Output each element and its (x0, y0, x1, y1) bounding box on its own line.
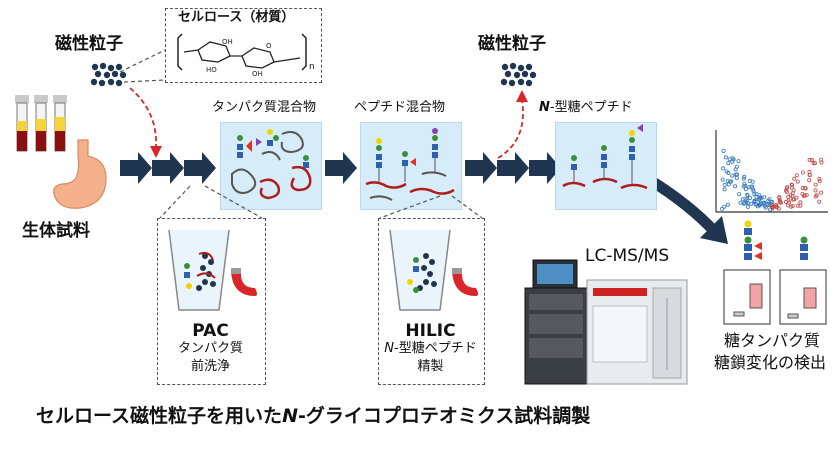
beads-label-left: 磁性粒子 (55, 34, 123, 54)
lcms-label: LC-MS/MS (585, 246, 670, 266)
magnetic-beads-icon (500, 62, 537, 87)
svg-text:OH: OH (222, 38, 233, 46)
n-glycopeptide-rest: -型糖ペプチド (549, 100, 633, 115)
protein-mixture-icon (231, 129, 312, 200)
caption-pre: セルロース磁性粒子を用いた (36, 405, 283, 427)
pac-title: PAC (192, 321, 229, 341)
n-glycopeptide-icon (562, 124, 648, 190)
svg-text:OH: OH (252, 70, 263, 78)
cellulose-structure-box (165, 8, 322, 83)
volcano-plot-icon (715, 130, 828, 213)
beads-label-right: 磁性粒子 (478, 34, 546, 54)
blood-tubes-icon (15, 95, 67, 152)
svg-text:O: O (266, 42, 272, 50)
pac-sub2: 前洗浄 (190, 359, 230, 374)
hilic-title: HILIC (405, 321, 456, 341)
hilic-sub1: N-型糖ペプチド (370, 341, 491, 357)
n-glycopeptide-label: N-型糖ペプチド (539, 100, 633, 116)
caption-n-italic: N (282, 405, 298, 427)
hilic-sub2: 精製 (417, 359, 444, 374)
figure-caption: セルロース磁性粒子を用いたN-グライコプロテオミクス試料調製 (36, 405, 591, 428)
cellulose-structure-icon: OH O HO OH (177, 33, 307, 78)
result-line2: 糖鎖変化の検出 (714, 353, 827, 372)
magnetic-beads-icon (90, 62, 127, 87)
pac-tube-icon (168, 229, 257, 311)
hilic-sub1-rest: -型糖ペプチド (394, 341, 477, 356)
svg-text:HO: HO (206, 66, 217, 74)
pac-sub1: タンパク質 (177, 341, 243, 356)
peptide-mixture-icon (365, 128, 455, 201)
caption-post: -グライコプロテオミクス試料調製 (297, 405, 591, 427)
repeat-index: n (309, 62, 315, 72)
biosample-label: 生体試料 (22, 221, 90, 241)
protein-mixture-label: タンパク質混合物 (212, 100, 317, 115)
n-italic: N (539, 100, 550, 115)
stomach-icon (53, 139, 107, 209)
peptide-mixture-label: ペプチド混合物 (354, 100, 446, 115)
glycoprotein-result-icon (723, 220, 827, 325)
hilic-tube-icon (389, 229, 478, 311)
hilic-n-italic: N (384, 341, 395, 356)
result-line1: 糖タンパク質 (724, 331, 821, 350)
lcms-instrument-icon (524, 259, 688, 385)
cellulose-label: セルロース（材質） (178, 10, 295, 25)
